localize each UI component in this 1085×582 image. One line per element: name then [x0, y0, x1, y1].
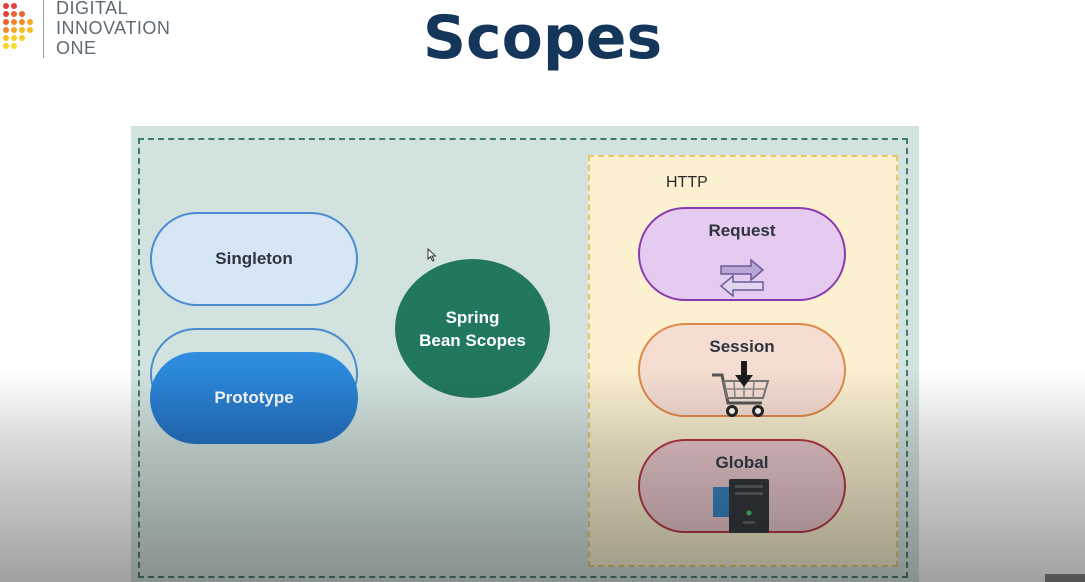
brand-logo: DIGITAL INNOVATION ONE: [0, 0, 200, 64]
request-label: Request: [708, 221, 776, 240]
spring-label-line-2: Bean Scopes: [419, 330, 526, 350]
request-scope: Request: [638, 207, 846, 301]
prototype-label: Prototype: [214, 388, 294, 407]
logo-text-line-1: DIGITAL: [56, 0, 129, 18]
dotted-triangle-logo-icon: [3, 3, 33, 49]
http-label: HTTP: [666, 174, 708, 191]
global-label: Global: [715, 453, 769, 472]
shopping-cart-icon: [712, 361, 770, 417]
mouse-pointer-icon: [427, 248, 437, 262]
spring-bean-scopes-circle: Spring Bean Scopes: [395, 259, 550, 398]
logo-text-line-3: ONE: [56, 38, 97, 58]
slide-title: Scopes: [422, 3, 663, 73]
session-scope: Session: [638, 323, 846, 417]
logo-text-line-2: INNOVATION: [56, 18, 171, 38]
singleton-scope: Singleton: [150, 212, 358, 306]
video-corner-bar: [1045, 574, 1085, 582]
global-scope: Global: [638, 439, 846, 533]
swap-arrows-icon: [719, 258, 765, 297]
server-icon: [713, 479, 769, 533]
diagram-dashed-border: [138, 138, 908, 578]
logo-divider: [43, 0, 44, 58]
spring-label-line-1: Spring: [445, 307, 500, 327]
singleton-label: Singleton: [215, 249, 293, 268]
prototype-scope: Prototype: [150, 352, 358, 444]
session-label: Session: [709, 337, 775, 356]
